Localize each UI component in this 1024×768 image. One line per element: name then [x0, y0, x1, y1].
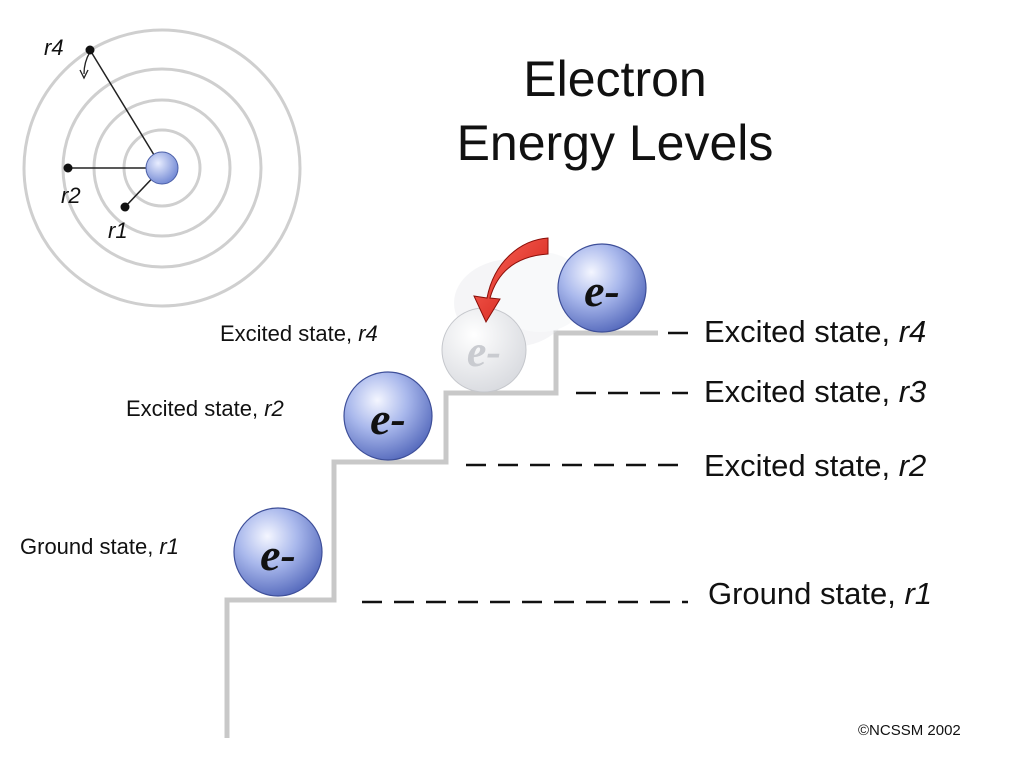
left-label-ground-r1: Ground state, r1 [20, 534, 179, 559]
radius-label-r1: r1 [108, 218, 128, 243]
level-label-excited-r4: Excited state, r4 [704, 314, 927, 349]
radius-label-r2: r2 [61, 183, 81, 208]
electron-excited-r2 [343, 371, 433, 461]
title-line-2: Energy Levels [456, 115, 774, 171]
radius-line-r4 [89, 49, 163, 169]
electron-symbol: e- [467, 327, 501, 376]
left-label-excited-r2: Excited state, r2 [126, 396, 284, 421]
atom-diagram [22, 28, 302, 308]
r1-point [120, 202, 130, 212]
level-label-excited-r3: Excited state, r3 [704, 374, 927, 409]
drop-arrowhead-small [79, 69, 89, 80]
electron-symbol: e- [370, 393, 406, 444]
orbit-ring-3 [61, 67, 263, 269]
nucleus [145, 151, 179, 185]
radius-label-r4: r4 [44, 35, 64, 60]
copyright-text: ©NCSSM 2002 [858, 722, 961, 739]
r4-point [85, 45, 95, 55]
energy-staircase [224, 330, 658, 738]
level-label-excited-r2: Excited state, r2 [704, 448, 927, 483]
electron-top-r4 [557, 243, 647, 333]
left-label-excited-r4: Excited state, r4 [220, 321, 378, 346]
electron-symbol: e- [260, 529, 296, 580]
title-line-1: Electron [523, 51, 707, 107]
r2-point [63, 163, 73, 173]
electron-symbol: e- [584, 265, 620, 316]
electron-ground-r1 [233, 507, 323, 597]
transition-arrow [473, 237, 549, 324]
level-label-ground-r1: Ground state, r1 [708, 576, 933, 611]
orbit-ring-4 [22, 28, 302, 308]
